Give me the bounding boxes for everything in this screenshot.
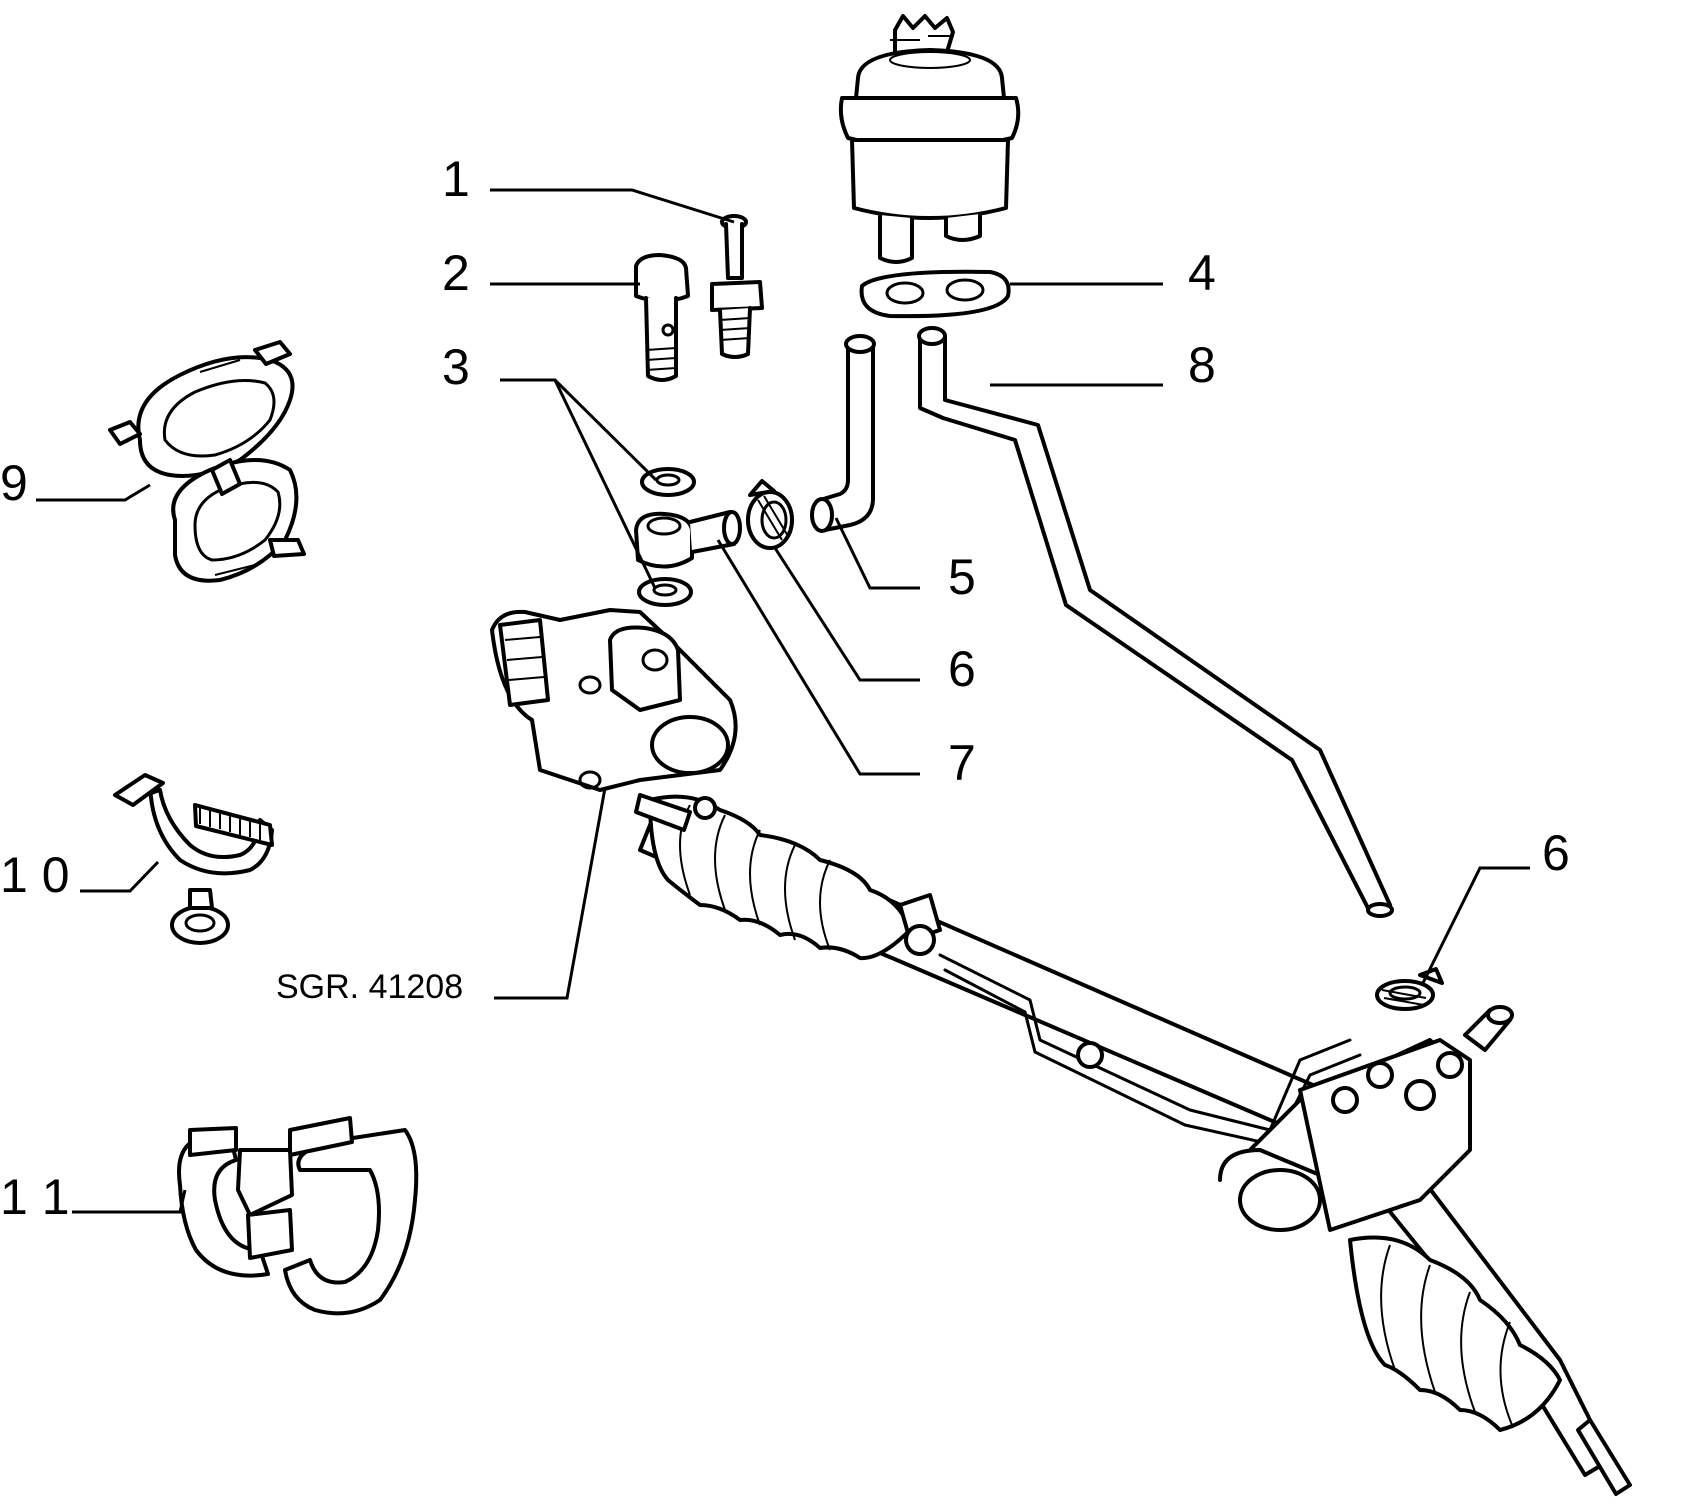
banjo-bolt: [634, 253, 690, 382]
steering-rack: [634, 793, 1632, 1496]
hose-clip-9: [108, 340, 306, 583]
callout-labels: 1 2 3 4 5 6 6 7 8 9 1 0 1 1 SGR. 41208: [0, 151, 1570, 1225]
hose-clamp-upper: [746, 479, 794, 550]
callout-7: 7: [948, 735, 976, 791]
hose-feed: [810, 334, 876, 533]
hose-clip-10: [113, 773, 274, 945]
hose-return: [917, 326, 1394, 918]
sealing-washer-lower: [637, 577, 693, 607]
banjo-union: [634, 510, 742, 569]
callout-8: 8: [1188, 337, 1216, 393]
leader-9: [36, 483, 151, 502]
leader-3b: [553, 379, 657, 589]
fluid-reservoir: [838, 14, 1021, 264]
hose-clip-11: [177, 1116, 419, 1316]
bleed-bolt: [710, 214, 764, 359]
reference-code: SGR. 41208: [276, 968, 463, 1006]
sealing-washer-upper: [640, 467, 696, 497]
leader-6a: [773, 547, 920, 682]
leader-lines: [36, 188, 1530, 1214]
leader-ref: [494, 787, 607, 1000]
callout-4: 4: [1188, 245, 1216, 301]
callout-10: 1 0: [0, 847, 70, 903]
callout-11: 1 1: [0, 1169, 70, 1225]
callout-1: 1: [442, 151, 470, 207]
leader-1: [490, 188, 735, 224]
hose-clamp-lower: [1375, 967, 1444, 1011]
callout-6-upper: 6: [948, 641, 976, 697]
leader-10: [80, 860, 160, 893]
leader-7: [716, 539, 920, 776]
leader-6b: [1421, 866, 1530, 984]
reservoir-gasket: [859, 269, 1011, 319]
steering-valve-housing: [490, 608, 738, 792]
callout-3: 3: [442, 339, 470, 395]
callout-5: 5: [948, 549, 976, 605]
callout-6-lower: 6: [1542, 825, 1570, 881]
callout-2: 2: [442, 245, 470, 301]
leader-11: [72, 1189, 187, 1214]
callout-9: 9: [0, 455, 28, 511]
leader-5: [834, 517, 920, 590]
